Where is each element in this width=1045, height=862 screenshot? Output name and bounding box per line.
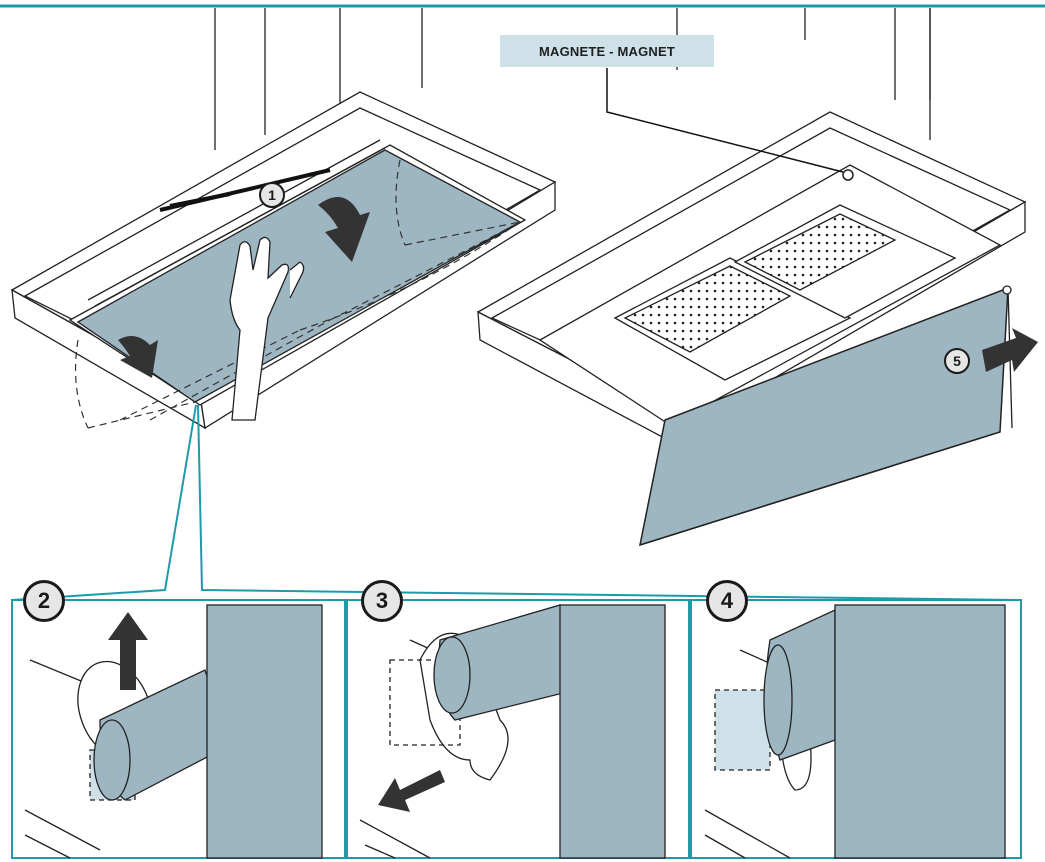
detail-step-4 (704, 604, 1006, 859)
step-2-badge: 2 (23, 580, 65, 622)
left-arrow-icon (378, 770, 445, 812)
step-1-badge: 1 (259, 182, 285, 208)
detail-step-3 (359, 604, 666, 859)
step-5-badge: 5 (944, 348, 970, 374)
hand-icon (229, 236, 305, 421)
down-arrow-icon (118, 336, 158, 378)
step-4-badge: 4 (706, 580, 748, 622)
right-arrow-icon (982, 328, 1038, 372)
grease-filters (613, 204, 957, 381)
up-arrow-icon (108, 612, 148, 690)
step-3-badge: 3 (361, 580, 403, 622)
magnet-label: MAGNETE - MAGNET (500, 35, 714, 67)
magnet-leader (606, 68, 844, 173)
detail-step-2 (24, 604, 323, 859)
callout-line (11, 404, 197, 601)
down-arrow-icon (318, 197, 370, 262)
magnet-pin (842, 169, 854, 181)
